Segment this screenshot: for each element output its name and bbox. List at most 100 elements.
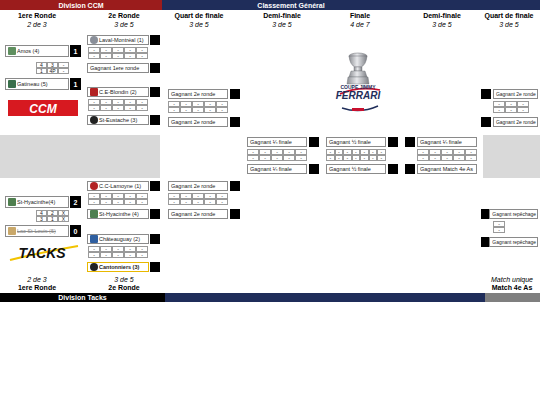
round-heading: 3 de 5 bbox=[499, 21, 518, 29]
table-cell: - bbox=[493, 107, 505, 113]
round-heading: Match 4e As bbox=[492, 284, 533, 292]
team-logo bbox=[90, 235, 98, 243]
score-square bbox=[230, 209, 240, 219]
table-cell: - bbox=[112, 105, 124, 111]
node-text: C.E-Blondin (2) bbox=[99, 89, 137, 95]
round-heading: 3 de 5 bbox=[114, 276, 133, 284]
team-box: Laval-Montréal (1) bbox=[87, 35, 149, 45]
round-heading: 1ere Ronde bbox=[18, 284, 56, 292]
table-cell: - bbox=[192, 107, 204, 113]
round-heading: Quart de finale bbox=[484, 12, 533, 20]
table-cell: - bbox=[112, 199, 124, 205]
team-box: Lac St-Louis (5) bbox=[5, 225, 69, 237]
team-box: Châteauguay (2) bbox=[87, 234, 149, 244]
team-box: Gagnant 1ere ronde bbox=[87, 63, 149, 73]
score-square bbox=[230, 89, 240, 99]
team-box: St-Eustache (3) bbox=[87, 115, 149, 125]
table-cell: - bbox=[295, 155, 307, 161]
logo-text: FERRARI bbox=[336, 91, 380, 101]
score-square bbox=[150, 234, 160, 244]
score-square bbox=[150, 181, 160, 191]
round-heading: 2e Ronde bbox=[108, 12, 140, 20]
team-box: C.E-Blondin (2) bbox=[87, 87, 149, 97]
node-text: St-Eustache (3) bbox=[99, 117, 137, 123]
table-cell: - bbox=[88, 252, 100, 258]
score-square bbox=[405, 164, 415, 174]
logo-text: CCM bbox=[29, 103, 56, 115]
round-heading: Quart de finale bbox=[174, 12, 223, 20]
round-heading: Demi-finale bbox=[423, 12, 461, 20]
node-text: Châteauguay (2) bbox=[99, 236, 140, 242]
node-text: Division CCM bbox=[58, 2, 103, 9]
footer-bar bbox=[165, 293, 485, 302]
node-text: Gagnant ¼ finale bbox=[250, 139, 292, 145]
round-heading: 3 de 5 bbox=[432, 21, 451, 29]
table-cell: - bbox=[465, 155, 477, 161]
logo-text: TACKS bbox=[18, 246, 65, 260]
node-text: 1 bbox=[74, 81, 78, 88]
header-band: Division CCM bbox=[0, 0, 162, 10]
team-box: Gagnant repêchage bbox=[489, 237, 538, 247]
score-square bbox=[481, 89, 491, 99]
table-cell: - bbox=[216, 107, 228, 113]
node-text: Laval-Montréal (1) bbox=[99, 37, 144, 43]
team-box: Gagnant Match 4e As bbox=[417, 164, 477, 174]
table-cell: - bbox=[112, 53, 124, 59]
table-cell: - bbox=[505, 107, 517, 113]
table-cell: - bbox=[168, 107, 180, 113]
node-text: Gagnant ½ finale bbox=[329, 139, 371, 145]
table-cell: - bbox=[517, 107, 529, 113]
round-heading: 2 de 3 bbox=[27, 276, 46, 284]
score-square bbox=[230, 117, 240, 127]
team-logo bbox=[90, 263, 98, 271]
table-cell: - bbox=[136, 252, 148, 258]
team-box: Gagnant ¼ finale bbox=[247, 137, 307, 147]
score-box: 0 bbox=[70, 225, 81, 237]
score-square bbox=[388, 137, 398, 147]
team-logo bbox=[90, 182, 98, 190]
round-heading: 3 de 5 bbox=[272, 21, 291, 29]
table-cell: - bbox=[100, 53, 112, 59]
score-square bbox=[150, 115, 160, 125]
node-text: Gagnant 2e ronde bbox=[171, 183, 215, 189]
table-cell: - bbox=[417, 155, 429, 161]
node-text: Gagnant 2e ronde bbox=[496, 120, 536, 125]
score-square bbox=[309, 137, 319, 147]
node-text: Classement Général bbox=[257, 2, 324, 9]
table-cell: - bbox=[136, 53, 148, 59]
table-cell: - bbox=[168, 199, 180, 205]
table-cell: - bbox=[216, 199, 228, 205]
round-heading: 2 de 3 bbox=[27, 21, 46, 29]
team-box: St-Hyacinthe (4) bbox=[87, 209, 149, 219]
table-cell: - bbox=[283, 155, 295, 161]
team-box: St-Hyacinthe(4) bbox=[5, 196, 69, 208]
team-box: Gagnant ½ finale bbox=[326, 164, 386, 174]
node-text: Gagnant repêchage bbox=[492, 240, 536, 245]
score-box: 2 bbox=[70, 196, 81, 208]
team-box: Gatineau (5) bbox=[5, 78, 69, 90]
score-square bbox=[150, 209, 160, 219]
node-text: Gagnant 2e ronde bbox=[171, 91, 215, 97]
score-square bbox=[230, 181, 240, 191]
node-text: Gagnant 1ere ronde bbox=[90, 65, 139, 71]
team-box: Gagnant 2e ronde bbox=[168, 89, 228, 99]
table-cell: - bbox=[493, 227, 505, 233]
node-text: Gagnant Match 4e As bbox=[420, 166, 473, 172]
logo-text: COUPE JIMMY bbox=[340, 84, 375, 90]
table-cell: - bbox=[192, 199, 204, 205]
table-cell: X bbox=[58, 216, 69, 222]
footer-bar bbox=[485, 293, 540, 302]
node-text: Gagnant 2e ronde bbox=[496, 92, 536, 97]
table-cell: - bbox=[204, 107, 216, 113]
table-cell: - bbox=[429, 155, 441, 161]
node-text: C.C-Lamoyne (1) bbox=[99, 183, 141, 189]
score-square bbox=[150, 35, 160, 45]
table-cell: - bbox=[124, 199, 136, 205]
table-cell: - bbox=[377, 155, 386, 161]
round-heading: Finale bbox=[350, 12, 370, 20]
node-text: St-Hyacinthe(4) bbox=[17, 199, 55, 205]
table-cell: - bbox=[124, 252, 136, 258]
table-cell: - bbox=[136, 199, 148, 205]
table-cell: 3 bbox=[36, 216, 47, 222]
table-cell: - bbox=[326, 155, 335, 161]
